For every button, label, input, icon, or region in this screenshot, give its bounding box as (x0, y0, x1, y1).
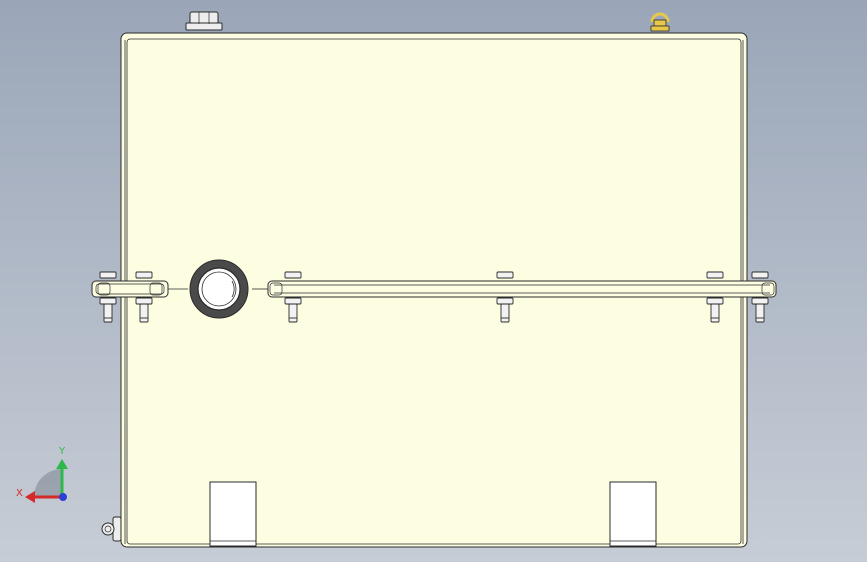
tank-model[interactable] (91, 11, 777, 548)
view-orientation-triad[interactable]: Y X (16, 446, 68, 503)
triad-z-axis (59, 493, 67, 501)
triad-xy-plane (34, 469, 62, 497)
drain-plug[interactable] (101, 516, 122, 542)
bolt (284, 271, 302, 323)
tank-foot-left[interactable] (209, 481, 257, 547)
rail-bolts (99, 271, 769, 323)
triad-x-label: X (16, 488, 23, 499)
bolt (99, 271, 117, 323)
flange-rail[interactable] (91, 280, 777, 298)
bolt (706, 271, 724, 323)
sight-glass[interactable] (189, 259, 249, 319)
tank-foot-right[interactable] (609, 481, 657, 547)
bolt (751, 271, 769, 323)
bolt (496, 271, 514, 323)
filler-cap[interactable] (185, 11, 223, 31)
breather-fitting[interactable] (650, 12, 670, 32)
bolt (135, 271, 153, 323)
triad-y-label: Y (58, 446, 66, 457)
